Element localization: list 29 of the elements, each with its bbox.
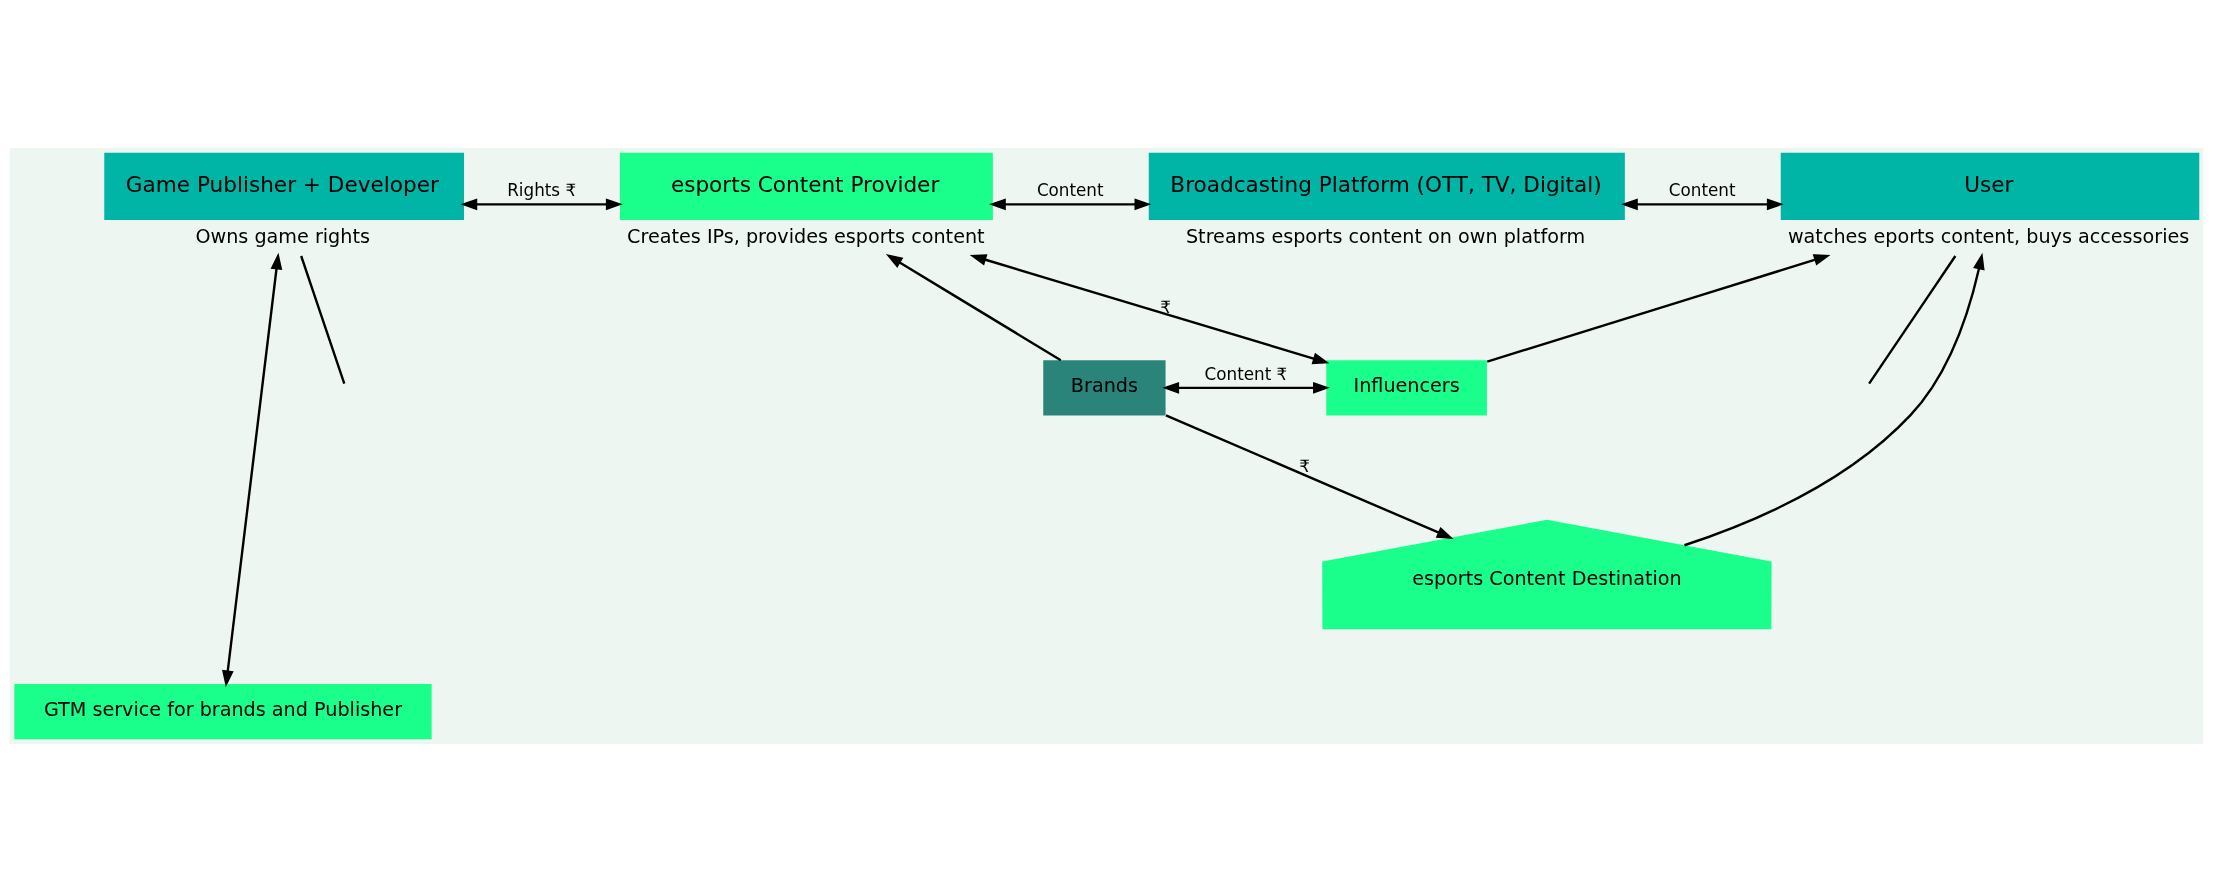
connector	[300, 255, 346, 384]
edge-label: ₹	[1299, 456, 1310, 477]
node-box: Brands	[1043, 360, 1166, 416]
node-box: Game Publisher + Developer	[104, 152, 465, 220]
edge-label: Rights ₹	[507, 180, 577, 201]
edge-label: ₹	[1160, 296, 1171, 317]
node-label: Streams esports content on own platform	[1185, 224, 1586, 248]
arrow	[1486, 254, 1831, 363]
node-label: watches eports content, buys accessories	[1787, 224, 2190, 248]
arrow	[222, 252, 283, 688]
arrow	[1684, 252, 1985, 547]
edge-label: Content ₹	[1204, 363, 1288, 384]
connector	[1868, 255, 1957, 385]
node-box: Influencers	[1326, 360, 1487, 416]
arrow	[989, 198, 1152, 211]
node-box: Broadcasting Platform (OTT, TV, Digital)	[1148, 152, 1625, 220]
arrow	[460, 198, 623, 211]
node-box: GTM service for brands and Publisher	[14, 684, 432, 740]
arrow	[885, 254, 1062, 362]
node-label: Creates IPs, provides esports content	[627, 224, 985, 248]
edge-label: Content	[1036, 180, 1104, 201]
edge-label: Content	[1668, 180, 1736, 201]
arrow	[1621, 198, 1784, 211]
arrow	[969, 254, 1330, 365]
arrow	[1162, 381, 1330, 394]
node-box: User	[1780, 152, 2200, 220]
arrow	[1165, 414, 1454, 539]
node-box: esports Content Provider	[619, 152, 993, 220]
node-label: Owns game rights	[195, 224, 370, 248]
